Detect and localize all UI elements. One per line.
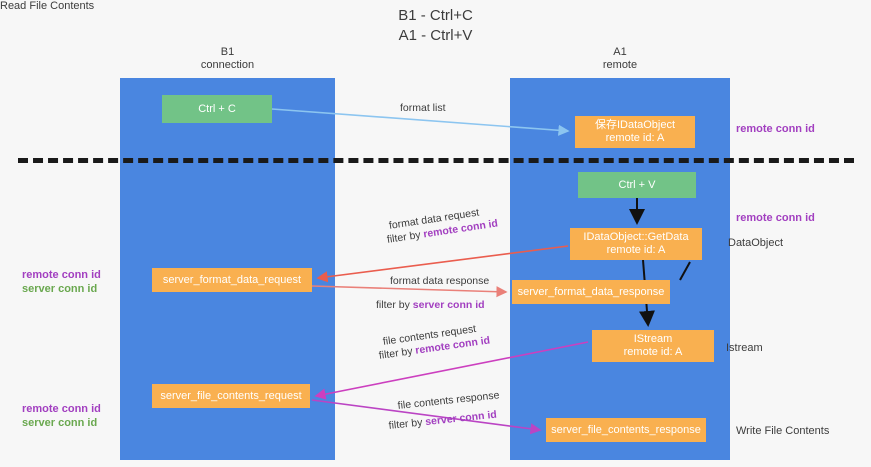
annotation-server-conn-id-left-2: server conn id — [22, 417, 98, 429]
node-istream[interactable]: IStream remote id: A — [592, 330, 714, 362]
annotation-istream: Istream — [726, 342, 763, 354]
node-idataobject-getdata[interactable]: IDataObject::GetData remote id: A — [570, 228, 702, 260]
annotation-conn-id-stack-1: remote conn id server conn id — [22, 268, 101, 296]
annotation-remote-conn-id-top: remote conn id — [736, 123, 815, 135]
annotation-remote-conn-id-left-1: remote conn id — [22, 269, 101, 281]
filter-prefix: filter by — [376, 299, 413, 311]
node-store-idataobject[interactable]: 保存IDataObject remote id: A — [575, 116, 695, 148]
node-server-format-data-request[interactable]: server_format_data_request — [152, 268, 312, 292]
node-server-format-data-response[interactable]: server_format_data_response — [512, 280, 670, 304]
filter-key: server conn id — [412, 299, 485, 311]
filter-key: server conn id — [424, 408, 498, 429]
edge-label-format-list: format list — [400, 102, 446, 114]
node-ctrl-c[interactable]: Ctrl + C — [162, 95, 272, 123]
node-ctrl-v[interactable]: Ctrl + V — [578, 172, 696, 198]
edge-label-format-data-response: format data response — [390, 275, 490, 287]
node-server-file-contents-response[interactable]: server_file_contents_response — [546, 418, 706, 442]
phase-divider — [18, 158, 854, 163]
swimlane-header-a1: A1 remote — [602, 46, 638, 71]
annotation-remote-conn-id-mid: remote conn id — [736, 212, 815, 224]
annotation-write-file-contents: Write File Contents — [736, 425, 830, 437]
annotation-server-conn-id-left-1: server conn id — [22, 283, 98, 295]
diagram-title: B1 - Ctrl+C A1 - Ctrl+V — [398, 7, 473, 44]
swimlane-header-b1: B1 connection — [200, 46, 255, 71]
annotation-dataobject: DataObject — [728, 237, 784, 249]
filter-prefix: filter by — [386, 228, 425, 246]
filter-prefix: filter by — [378, 344, 417, 362]
annotation-remote-conn-id-left-2: remote conn id — [22, 403, 101, 415]
node-server-file-contents-request[interactable]: server_file_contents_request — [152, 384, 310, 408]
filter-prefix: filter by — [388, 416, 426, 432]
annotation-conn-id-stack-2: remote conn id server conn id — [22, 402, 101, 430]
annotation-read-file-contents: Read File Contents — [0, 0, 95, 12]
edge-label-format-data-response-filter: filter by server conn id — [376, 298, 485, 312]
